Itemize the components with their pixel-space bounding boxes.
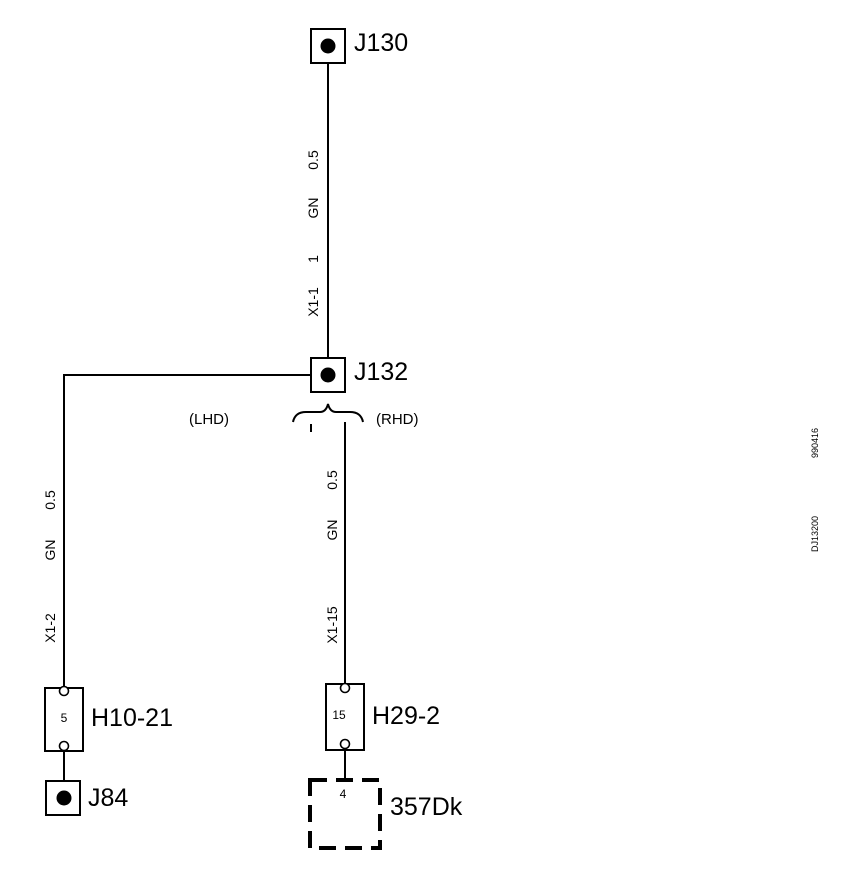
connector-h29-2-pin-top	[339, 682, 351, 694]
wire-left-color: GN	[42, 540, 58, 561]
connector-h10-21-pin-bottom	[58, 740, 70, 752]
junction-j84-dot	[56, 790, 72, 806]
junction-j130-label: J130	[354, 29, 408, 57]
wire-j132-h10-21[interactable]	[63, 374, 314, 688]
component-357dk-outline	[308, 778, 382, 850]
junction-j132-dot	[320, 367, 336, 383]
wire-left-connector-pin: X1-2	[42, 613, 58, 643]
connector-h29-2-pin-number: 15	[332, 708, 346, 722]
connector-h29-2[interactable]: 15 H29-2	[325, 682, 440, 751]
document-code: DJ13200	[810, 516, 820, 552]
junction-j130-dot	[320, 38, 336, 54]
variant-rhd-label: (RHD)	[376, 411, 419, 428]
junction-j84-label: J84	[88, 784, 128, 812]
wire-right-connector-pin: X1-15	[324, 606, 340, 644]
wire-right-color: GN	[324, 520, 340, 541]
junction-j84[interactable]: J84	[45, 780, 128, 816]
connector-h10-21-pin-top	[58, 685, 70, 697]
wire-top-size: 0.5	[305, 150, 321, 170]
connector-h10-21-label: H10-21	[91, 704, 173, 732]
component-357dk-label: 357Dk	[390, 793, 463, 821]
wire-left-size: 0.5	[42, 490, 58, 510]
document-date: 990416	[810, 428, 820, 458]
variant-lhd-label: (LHD)	[189, 411, 229, 428]
component-357dk-pin-number: 4	[340, 787, 347, 801]
junction-j132-label: J132	[354, 358, 408, 386]
wire-top-count: 1	[305, 255, 321, 263]
wire-top-connector-pin: X1-1	[305, 287, 321, 317]
junction-j130[interactable]: J130	[310, 28, 408, 64]
connector-h29-2-pin-bottom	[339, 738, 351, 750]
connector-h10-21-pin-number: 5	[61, 711, 68, 725]
wire-right-size: 0.5	[324, 470, 340, 490]
component-357dk[interactable]: 4 357Dk	[308, 778, 463, 850]
connector-h10-21-body	[44, 687, 84, 752]
wire-top-color: GN	[305, 198, 321, 219]
connector-h29-2-label: H29-2	[372, 702, 440, 730]
junction-j132[interactable]: J132	[310, 357, 408, 393]
connector-h10-21[interactable]: 5 H10-21	[44, 685, 173, 752]
junction-j132-box	[310, 357, 346, 393]
variant-brace	[292, 403, 364, 423]
